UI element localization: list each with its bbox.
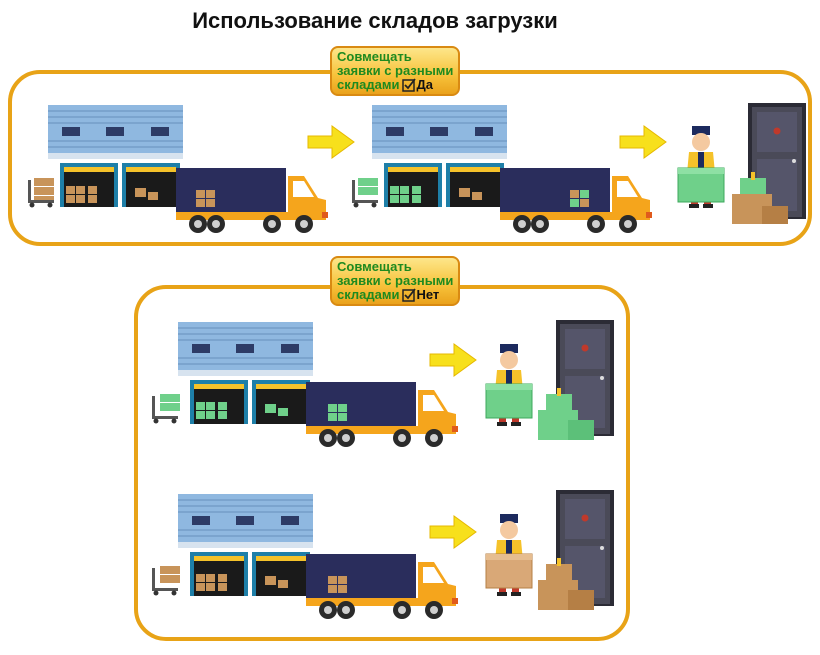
checkbox-checked-icon	[402, 78, 417, 95]
boxes-brown-hand-1a	[34, 178, 54, 200]
badge-line-1: Совмещать	[337, 259, 412, 274]
cargo-brown-1a	[196, 190, 215, 207]
gift-stack-1	[732, 172, 788, 224]
gift-stack-brown-2b	[538, 558, 594, 610]
arrow-1a	[307, 125, 355, 159]
courier-box-green-2a	[485, 383, 533, 419]
courier-box-brown-2b	[485, 553, 533, 589]
boxes-brown-hand-2b	[160, 566, 180, 583]
arrow-2a	[429, 343, 477, 377]
badge-answer: Нет	[416, 287, 440, 302]
page-title: Использование складов загрузки	[192, 8, 558, 33]
badge-line-1: Совмещать	[337, 49, 412, 64]
boxes-brown-w1a-right	[135, 188, 158, 200]
cargo-brown-2b	[328, 576, 347, 593]
gift-stack-green-2a	[538, 388, 594, 440]
boxes-brown-w2b-right	[265, 576, 288, 588]
arrow-1b	[619, 125, 667, 159]
checkbox-checked-icon	[402, 288, 417, 305]
boxes-green-w1b-left	[390, 186, 421, 203]
boxes-green-hand-1b	[358, 178, 378, 195]
boxes-green-w2a-right	[265, 404, 288, 416]
arrow-2b	[429, 515, 477, 549]
courier-box-green-1	[677, 167, 725, 203]
badge-answer: Да	[416, 77, 433, 92]
boxes-brown-w2b-left	[196, 574, 227, 591]
boxes-brown-w1b-right	[459, 188, 482, 200]
combine-setting-badge-yes: Совмещать заявки с разными складами Да	[330, 46, 460, 96]
badge-line-3-row: складами Нет	[337, 288, 453, 305]
badge-line-2: заявки с разными	[337, 63, 454, 78]
combine-setting-badge-no: Совмещать заявки с разными складами Нет	[330, 256, 460, 306]
boxes-brown-w1a-left	[66, 186, 97, 203]
cargo-mixed-1b	[570, 190, 589, 207]
boxes-green-w2a-left	[196, 402, 227, 419]
boxes-green-hand-2a	[160, 394, 180, 411]
badge-line-3-row: складами Да	[337, 78, 453, 95]
badge-line-2: заявки с разными	[337, 273, 454, 288]
badge-line-3: складами	[337, 77, 400, 92]
cargo-green-2a	[328, 404, 347, 421]
badge-line-3: складами	[337, 287, 400, 302]
